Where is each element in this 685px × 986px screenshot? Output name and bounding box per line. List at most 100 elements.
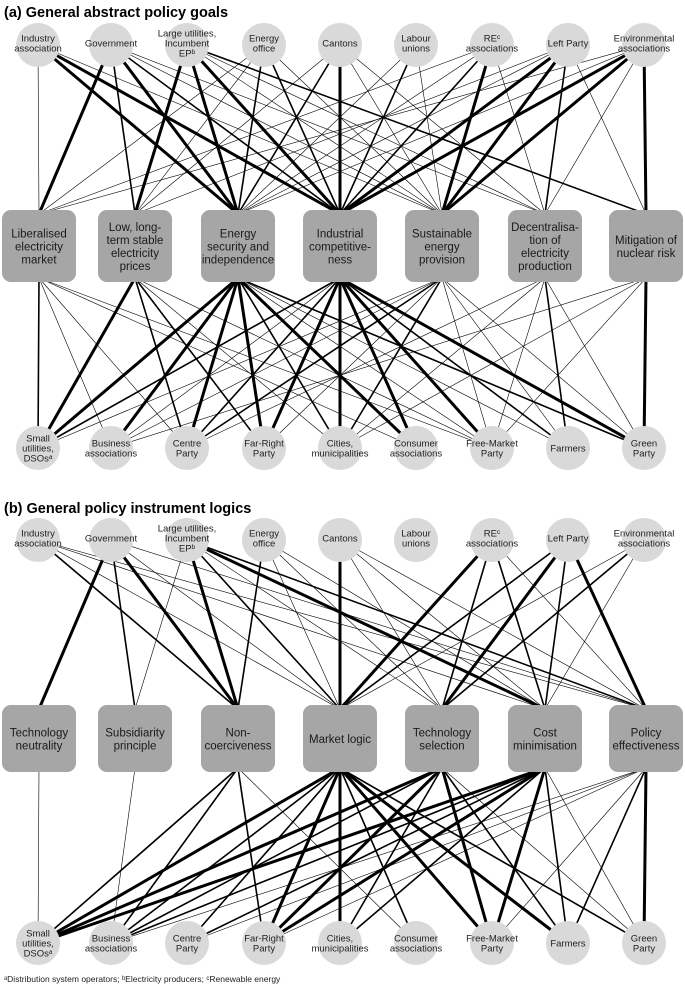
bottom-link (186, 767, 546, 944)
bottom-link (186, 767, 647, 944)
top-link (36, 43, 342, 216)
actor-circle (318, 23, 362, 67)
bottom-link (339, 277, 546, 449)
actor-circle (394, 23, 438, 67)
bottom-link (491, 277, 546, 449)
actor-label: Farmers (550, 939, 586, 950)
top-link (185, 538, 240, 711)
bottom-link (237, 767, 265, 944)
actor-circle (546, 518, 590, 562)
box-rect (2, 210, 76, 282)
top-link (37, 44, 40, 215)
actor-label: Government (85, 534, 138, 545)
top-link (544, 44, 569, 215)
top-link (263, 44, 341, 215)
bottom-link (38, 277, 188, 449)
actor-circle (546, 23, 590, 67)
actor-circle (470, 23, 514, 67)
top-link (237, 44, 417, 215)
top-link (338, 43, 570, 216)
bottom-link (441, 277, 645, 449)
bottom-link (339, 277, 647, 449)
panel-b: (b)General policy instrument logicsIndus… (2, 501, 683, 965)
bottom-actor-node: Cities,municipalities (311, 921, 369, 965)
bottom-link (338, 276, 494, 450)
top-link (339, 539, 546, 710)
actor-circle (242, 921, 286, 965)
bottom-link (441, 277, 493, 449)
top-link (37, 44, 443, 215)
top-link (185, 538, 547, 711)
actor-label: Cities,municipalities (311, 934, 368, 955)
bottom-link (491, 767, 647, 944)
bottom-link (37, 767, 239, 944)
actor-circle (89, 518, 133, 562)
bottom-link (36, 766, 444, 945)
box-rect (405, 705, 479, 772)
top-link (109, 43, 240, 216)
top-link (491, 539, 546, 710)
bottom-link (37, 767, 40, 944)
top-link (491, 539, 647, 710)
top-link (263, 44, 443, 215)
top-link (110, 44, 341, 215)
box-rect (508, 705, 582, 772)
bottom-link (338, 276, 646, 450)
top-link (440, 43, 494, 216)
box-rect (405, 210, 479, 282)
top-link (339, 44, 443, 215)
bottom-link (544, 277, 645, 449)
top-link (110, 539, 341, 710)
bottom-link (110, 767, 239, 944)
box-rect (98, 705, 172, 772)
actor-label: Left Party (548, 39, 589, 50)
actor-circle (394, 518, 438, 562)
nodes: (a)General abstract policy goalsIndustry… (2, 5, 683, 470)
top-link (186, 44, 443, 215)
actor-label: Government (85, 39, 138, 50)
top-link (37, 538, 113, 711)
panel-title: (a)General abstract policy goals (4, 5, 228, 21)
bottom-link (339, 767, 443, 944)
bottom-link (36, 276, 137, 450)
panel-a: (a)General abstract policy goalsIndustry… (2, 5, 683, 470)
bottom-link (339, 767, 546, 944)
box-rect (303, 210, 377, 282)
bottom-link (490, 766, 547, 945)
top-link (339, 44, 493, 215)
top-link (109, 538, 240, 711)
top-link (38, 44, 645, 215)
bottom-link (339, 277, 569, 449)
bottom-link (236, 276, 266, 450)
top-link (339, 539, 647, 710)
actor-label: Cantons (322, 534, 358, 545)
bottom-link (37, 277, 341, 449)
bottom-link (491, 277, 647, 449)
bottom-link (134, 277, 265, 449)
actor-circle (622, 921, 666, 965)
